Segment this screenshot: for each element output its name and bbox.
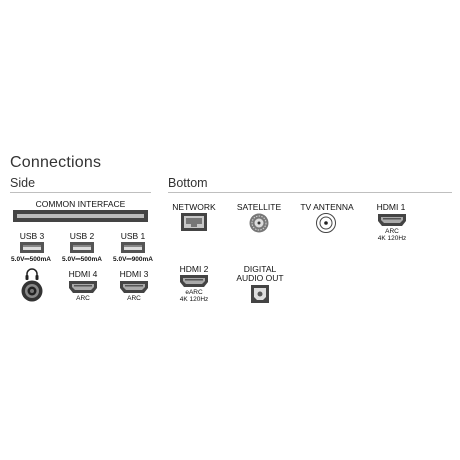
- hdmi2-label: HDMI 2: [179, 264, 209, 274]
- hdmi2-sub2: 4K 120Hz: [179, 296, 209, 303]
- satellite-port-icon: [249, 213, 269, 233]
- hdmi2-port-icon: [180, 275, 208, 287]
- usb2-port-icon: [70, 242, 94, 253]
- common-interface-label: COMMON INTERFACE: [35, 199, 126, 209]
- hdmi3-label: HDMI 3: [119, 269, 149, 279]
- hdmi3-sub: ARC: [127, 295, 141, 302]
- usb3-port-icon: [20, 242, 44, 253]
- page-title: Connections: [10, 154, 102, 171]
- headphone-icon: [25, 268, 39, 280]
- digital-audio-label-line2: AUDIO OUT: [236, 273, 284, 283]
- optical-audio-port-icon: [251, 285, 269, 303]
- network-label: NETWORK: [172, 202, 216, 212]
- usb3-spec: 5.0V⎓500mA: [11, 256, 51, 263]
- usb1-spec: 5.0V⎓900mA: [113, 256, 153, 263]
- usb2-label: USB 2: [69, 231, 95, 241]
- hdmi1-label: HDMI 1: [376, 202, 406, 212]
- side-divider: [10, 192, 151, 193]
- hdmi2-sub1: eARC: [185, 289, 203, 296]
- hdmi4-port-icon: [69, 281, 97, 293]
- common-interface-slot-icon: [13, 210, 148, 222]
- headphone-jack-icon: [21, 280, 43, 302]
- network-port-icon: [181, 213, 207, 231]
- satellite-label: SATELLITE: [236, 202, 282, 212]
- hdmi4-sub: ARC: [76, 295, 90, 302]
- usb1-port-icon: [121, 242, 145, 253]
- usb1-label: USB 1: [120, 231, 146, 241]
- hdmi1-port-icon: [378, 214, 406, 226]
- tv-antenna-port-icon: [316, 213, 336, 233]
- side-section-label: Side: [10, 176, 36, 190]
- bottom-section-label: Bottom: [168, 176, 208, 190]
- hdmi4-label: HDMI 4: [68, 269, 98, 279]
- bottom-divider: [168, 192, 452, 193]
- usb3-label: USB 3: [19, 231, 45, 241]
- tv-antenna-label: TV ANTENNA: [300, 202, 354, 212]
- hdmi1-sub2: 4K 120Hz: [377, 235, 407, 242]
- hdmi1-sub1: ARC: [385, 228, 399, 235]
- usb2-spec: 5.0V⎓500mA: [62, 256, 102, 263]
- digital-audio-label-line1: DIGITAL: [243, 264, 277, 274]
- hdmi3-port-icon: [120, 281, 148, 293]
